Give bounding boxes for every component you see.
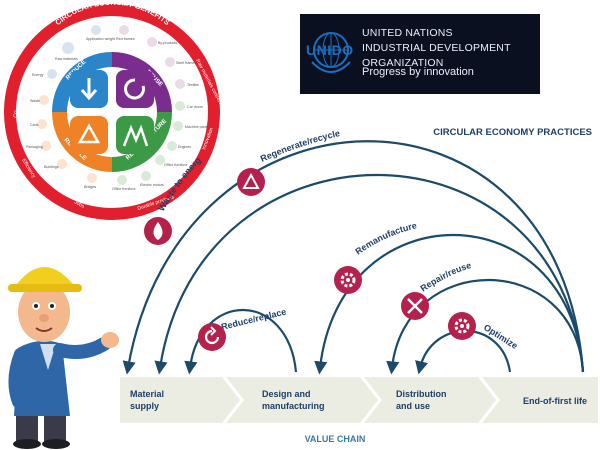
red-frames-icon — [119, 25, 129, 35]
value-chain-stage-end-of-first-life — [482, 377, 598, 423]
car-doors-icon — [175, 101, 185, 111]
item-label: Buildings — [44, 165, 59, 169]
electric-motors-icon — [141, 171, 151, 181]
wheel-outer-label: Jobs — [73, 199, 86, 209]
raw-materials-icon — [62, 42, 74, 54]
unido-logo: UNIDO UNITED NATIONS INDUSTRIAL DEVELOPM… — [300, 14, 540, 94]
by-products-icon — [147, 37, 157, 47]
item-label: Cans — [30, 123, 39, 127]
waste-icon — [39, 95, 49, 105]
stage-label: End-of-first life — [523, 396, 587, 406]
arc-remanufacture — [314, 234, 585, 375]
reuse-tile — [116, 70, 154, 108]
item-label: Car doors — [187, 105, 203, 109]
application-weight-icon — [91, 25, 101, 35]
value-chain-stage-design-manufacturing — [226, 377, 378, 423]
item-label: Energy — [32, 73, 44, 77]
factory-icon — [122, 124, 149, 147]
buildings-icon — [57, 159, 67, 169]
item-label: Raw materials — [55, 57, 78, 61]
textiles-icon — [175, 79, 185, 89]
unido-acronym: UNIDO — [306, 42, 354, 58]
item-label: By-products — [158, 41, 177, 45]
office-furniture-icon — [155, 155, 165, 165]
stage-label: manufacturing — [262, 401, 325, 411]
practice-label-remanufacture: Remanufacture — [353, 220, 417, 256]
item-label: Textiles — [187, 83, 199, 87]
stage-label: Design and — [262, 389, 311, 399]
item-label: Office furniture — [164, 163, 188, 167]
engineer-character-illustration — [8, 267, 119, 449]
item-label: Electric motors — [140, 183, 164, 187]
item-label: Office furniture — [112, 187, 136, 191]
value-chain-stage-distribution-use — [364, 377, 496, 423]
engines-icon — [167, 141, 177, 151]
practice-label-waste-to-energy: Waste to energy — [0, 0, 203, 213]
arc-repair-reuse — [386, 279, 585, 375]
item-label: Machine parts — [185, 125, 208, 129]
wrench-screwdriver-icon — [401, 292, 429, 320]
machine-parts-icon — [173, 121, 183, 131]
circular-economy-benefits-wheel: CIRCULAR ECONOMY BENEFITS CO₂ emissions … — [4, 0, 225, 220]
refresh-icon — [124, 78, 145, 100]
gear-settings-icon — [448, 312, 476, 340]
arc-waste-to-energy — [122, 140, 585, 375]
item-label: Application weight — [86, 37, 115, 41]
cans-icon — [37, 119, 47, 129]
stage-label: Distribution — [396, 389, 447, 399]
steel-frames-icon — [165, 57, 175, 67]
item-label: Bridges — [84, 185, 96, 189]
energy-icon — [47, 69, 57, 79]
unido-name-line1: UNITED NATIONS — [362, 27, 453, 39]
recycle-icon — [237, 168, 265, 196]
arc-regenerate-recycle — [154, 173, 585, 375]
item-label: Waste — [30, 99, 40, 103]
value-chain-stage-material-supply — [120, 377, 240, 423]
stage-label: supply — [130, 401, 159, 411]
arc-reduce-replace — [184, 308, 298, 375]
recycle-icon — [77, 123, 101, 144]
item-label: Red frames — [116, 37, 135, 41]
value-chain-title: VALUE CHAIN — [305, 434, 366, 444]
unido-name: UNITED NATIONS INDUSTRIAL DEVELOPMENT OR… — [362, 26, 540, 71]
un-emblem-icon — [311, 32, 351, 73]
unido-tagline: Progress by innovation — [362, 66, 474, 78]
bridges-icon — [87, 173, 97, 183]
item-label: Steel frames — [176, 61, 196, 65]
refresh-icon — [198, 323, 226, 351]
recycle-tile — [70, 116, 108, 154]
down-arrow-icon — [80, 78, 98, 101]
practices-title: CIRCULAR ECONOMY PRACTICES — [433, 127, 592, 138]
practice-label-regenerate-recycle: Regenerate/recycle — [259, 128, 341, 164]
item-label: Engines — [178, 145, 191, 149]
packaging-icon — [41, 141, 51, 151]
office-furniture-icon — [117, 175, 127, 185]
item-label: Packaging — [26, 145, 43, 149]
stage-label: and use — [396, 401, 430, 411]
gear-icon — [334, 266, 362, 294]
stage-label: Material — [130, 389, 164, 399]
flame-icon — [144, 217, 172, 245]
unido-name-line2: INDUSTRIAL DEVELOPMENT ORGANIZATION — [362, 42, 511, 69]
